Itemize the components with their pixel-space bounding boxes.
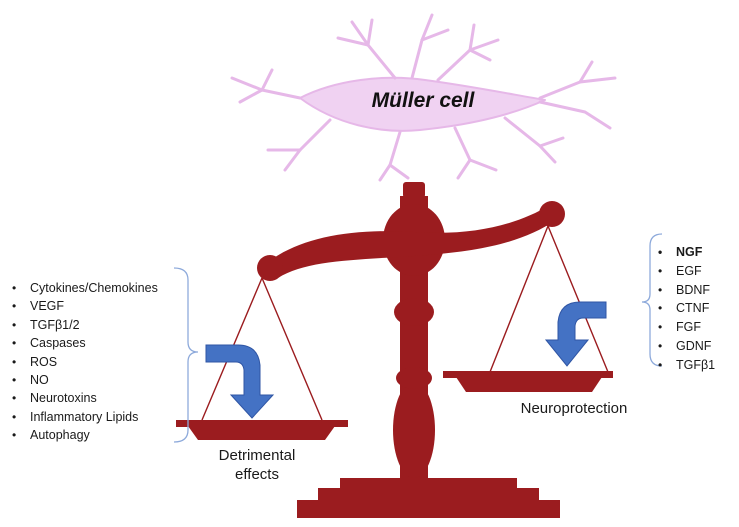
scale-pillar-bulge xyxy=(393,382,435,478)
list-item: Cytokines/Chemokines xyxy=(8,279,158,298)
scale-base-bottom xyxy=(297,500,560,518)
list-item: ROS xyxy=(8,353,158,372)
neuroprotective-factors-list: NGF EGF BDNF CTNF FGF GDNF TGFβ1 xyxy=(654,243,715,375)
list-item: BDNF xyxy=(654,281,715,300)
detrimental-factors-list: Cytokines/Chemokines VEGF TGFβ1/2 Caspas… xyxy=(8,279,158,445)
scale-pillar-knob xyxy=(394,298,434,326)
list-item: Inflammatory Lipids xyxy=(8,408,158,427)
list-item: NO xyxy=(8,371,158,390)
detrimental-effects-label: Detrimental effects xyxy=(196,446,318,484)
scale-pillar-knob-low xyxy=(396,367,432,389)
neuroprotection-arrow-icon xyxy=(544,301,607,367)
beam-end-left xyxy=(257,255,283,281)
beam-end-right xyxy=(539,201,565,227)
left-pan-bowl xyxy=(188,426,335,440)
detrimental-label-line2: effects xyxy=(235,466,279,483)
scale-finial xyxy=(403,182,425,198)
detrimental-label-line1: Detrimental xyxy=(218,447,296,464)
list-item: Neurotoxins xyxy=(8,389,158,408)
neuroprotection-label: Neuroprotection xyxy=(520,400,628,417)
list-item: TGFβ1/2 xyxy=(8,316,158,335)
right-pan-strings xyxy=(489,225,609,373)
list-item: FGF xyxy=(654,318,715,337)
list-item: CTNF xyxy=(654,299,715,318)
right-pan-bowl xyxy=(456,377,602,392)
list-item: Autophagy xyxy=(8,426,158,445)
left-bracket xyxy=(173,267,199,443)
scale-base-top xyxy=(340,478,517,490)
right-bracket xyxy=(641,233,663,367)
right-pan-rim xyxy=(443,371,613,378)
detrimental-arrow-icon xyxy=(205,344,275,419)
list-item: GDNF xyxy=(654,337,715,356)
list-item: EGF xyxy=(654,262,715,281)
list-item: TGFβ1 xyxy=(654,356,715,375)
left-pan-rim xyxy=(176,420,348,427)
list-item: Caspases xyxy=(8,334,158,353)
balance-scale xyxy=(176,182,613,518)
list-item: NGF xyxy=(654,243,715,262)
scale-beam xyxy=(268,205,556,278)
list-item: VEGF xyxy=(8,297,158,316)
muller-cell-icon xyxy=(230,13,617,182)
muller-cell-label: Müller cell xyxy=(371,89,475,112)
scale-base-middle xyxy=(318,488,539,502)
